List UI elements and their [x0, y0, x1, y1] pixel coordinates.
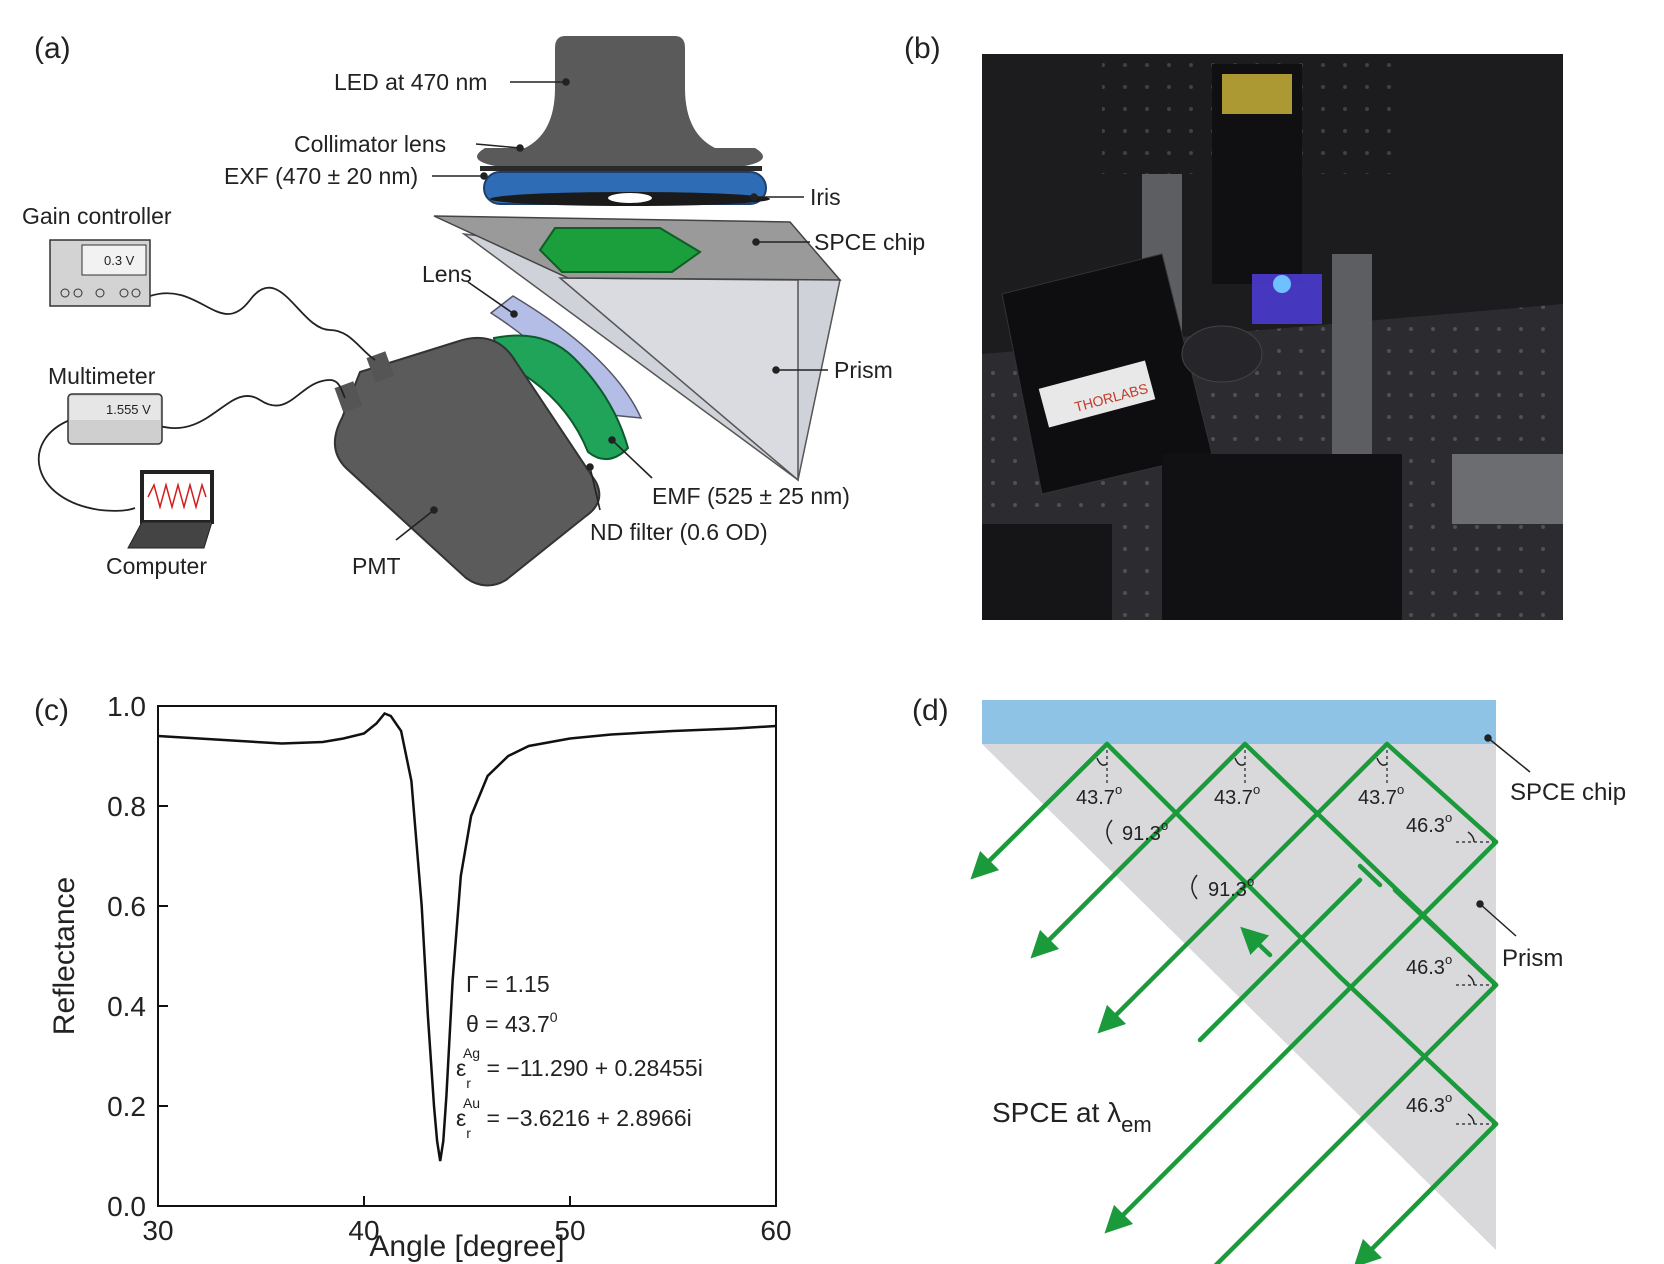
collimator-label: Collimator lens — [294, 131, 446, 157]
led-label: LED at 470 nm — [334, 69, 487, 95]
cable-multimeter — [159, 379, 346, 429]
x-tick-label: 30 — [142, 1215, 173, 1246]
y-tick-label: 0.2 — [107, 1091, 146, 1122]
laptop-signal — [147, 482, 207, 510]
nd-filter-label: ND filter (0.6 OD) — [590, 519, 768, 545]
plot-frame — [157, 705, 777, 1207]
angle-labels: 43.7o 43.7o 43.7o 91.3o 91.3o 46.3o 46.3… — [1076, 782, 1452, 1117]
reflectance-curve — [157, 711, 777, 1162]
laptop-screen — [140, 470, 214, 524]
annotation-eps-ag: εrAg = −11.290 + 0.28455i — [456, 1045, 703, 1091]
angle-label: 46.3o — [1406, 952, 1452, 979]
x-tick-label: 60 — [760, 1215, 791, 1246]
lens-label: Lens — [422, 261, 472, 287]
y-tick-label: 0.8 — [107, 791, 146, 822]
pmt-body — [334, 337, 601, 587]
prism-label-d: Prism — [1502, 945, 1563, 972]
panel-a-label: (a) — [34, 32, 71, 65]
multimeter-label: Multimeter — [48, 363, 156, 389]
gold-film — [538, 227, 702, 273]
emission-rays — [970, 741, 1499, 1264]
setup-photo-drawing: THORLABS — [982, 54, 1563, 620]
spce-chip-label-d: SPCE chip — [1510, 779, 1626, 806]
x-tick-label: 50 — [554, 1215, 585, 1246]
cable-gain — [149, 286, 376, 361]
iris-label: Iris — [810, 184, 841, 210]
multimeter-value: 1.555 V — [106, 402, 151, 417]
laptop-keyboard — [127, 521, 213, 549]
axis-ticks: 30 40 50 60 0.0 0.2 0.4 0.6 0.8 1.0 — [107, 691, 792, 1246]
setup-photo: THORLABS — [982, 54, 1563, 620]
gain-knob — [119, 288, 129, 298]
gain-display — [81, 244, 147, 276]
angle-label: 43.7o — [1076, 782, 1122, 809]
panel-d-label: (d) — [912, 694, 949, 727]
gain-knob — [60, 288, 70, 298]
angle-label: 91.3o — [1122, 818, 1168, 845]
reflectance-chart: (c) 30 40 50 60 0.0 0.2 0.4 0.6 0.8 1.0 Angle [de… — [34, 691, 792, 1263]
pmt-label: PMT — [352, 553, 401, 579]
angle-label: 43.7o — [1214, 782, 1260, 809]
gain-knob — [73, 288, 83, 298]
prism-label: Prism — [834, 357, 893, 383]
spce-at-lambda-label: SPCE at λem — [992, 1097, 1152, 1137]
gain-controller-label: Gain controller — [22, 203, 172, 229]
x-tick-label: 40 — [348, 1215, 379, 1246]
computer-label: Computer — [106, 553, 207, 579]
iris-aperture — [608, 193, 652, 203]
gain-knob — [131, 288, 141, 298]
angle-label: 43.7o — [1358, 782, 1404, 809]
angle-label: 46.3o — [1406, 1090, 1452, 1117]
y-tick-label: 1.0 — [107, 691, 146, 722]
gain-knob — [95, 288, 105, 298]
led-body — [477, 36, 763, 166]
y-axis-label: Reflectance — [48, 877, 81, 1035]
collimator-lens — [480, 166, 762, 171]
exf-label: EXF (470 ± 20 nm) — [224, 163, 418, 189]
panel-c-label: (c) — [34, 694, 69, 727]
angle-arcs — [1096, 757, 1475, 1125]
spce-chip-label: SPCE chip — [814, 229, 925, 255]
emission-filter — [492, 334, 630, 460]
y-tick-label: 0.6 — [107, 891, 146, 922]
angle-label: 91.3o — [1208, 874, 1254, 901]
annotation-eps-au: εrAu = −3.6216 + 2.8966i — [456, 1095, 692, 1141]
angle-label: 46.3o — [1406, 810, 1452, 837]
multimeter-display — [70, 396, 160, 420]
emf-label: EMF (525 ± 25 nm) — [652, 483, 850, 509]
cable-computer — [37, 419, 136, 512]
panel-b-label-wrap: (b) — [904, 32, 941, 65]
y-tick-label: 0.0 — [107, 1191, 146, 1222]
leaders — [395, 78, 828, 541]
leaders-d — [1476, 734, 1531, 937]
panel-a-schematic: (a) 0.3 V 1.555 V — [22, 32, 925, 587]
spce-chip-layer — [982, 700, 1496, 744]
annotation-theta: θ = 43.70 — [466, 1009, 558, 1037]
annotation-gamma: Γ = 1.15 — [466, 971, 550, 997]
panel-d-diagram: (d) 43.7o 43.7o 43.7o 91.3o 91.3o — [912, 694, 1626, 1264]
gain-value: 0.3 V — [104, 253, 135, 268]
y-tick-label: 0.4 — [107, 991, 146, 1022]
x-axis-label: Angle [degree] — [369, 1230, 564, 1263]
panel-b-label: (b) — [904, 32, 941, 65]
